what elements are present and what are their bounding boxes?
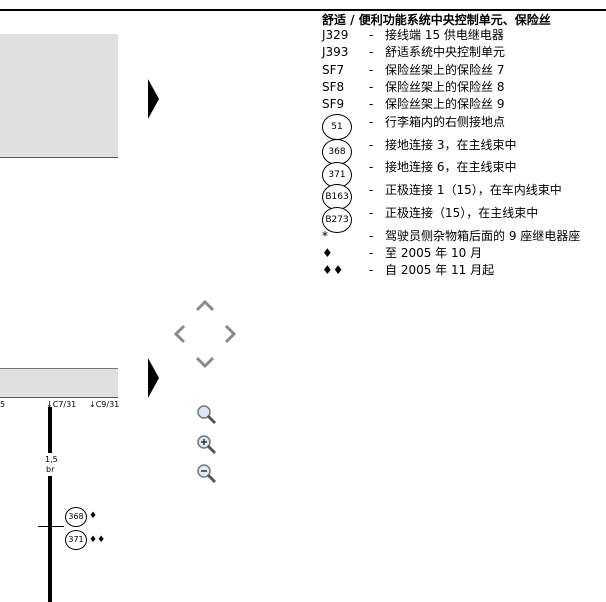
connector-label-left: 5	[0, 400, 6, 409]
ground-371-mark: ♦♦	[89, 535, 106, 545]
connector-marker: ↓	[46, 400, 53, 409]
zoom-out-icon[interactable]	[195, 462, 217, 484]
positive-symbol-b273: B273	[322, 207, 352, 233]
legend-desc: 行李箱内的右侧接地点	[385, 115, 506, 129]
legend-desc: 保险丝架上的保险丝 7	[385, 63, 505, 77]
legend-desc: 驾驶员侧杂物箱后面的 9 座继电器座	[385, 229, 581, 243]
legend-code: J329	[322, 28, 349, 42]
legend-dash: -	[369, 246, 374, 260]
legend-code: ♦	[322, 246, 333, 260]
legend-dash: -	[369, 80, 374, 94]
wire-size-label: 1,5	[45, 455, 58, 464]
legend-dash: -	[369, 63, 374, 77]
wire-color-label: br	[46, 465, 55, 474]
legend-code: *	[322, 229, 328, 243]
ground-symbol-371: 371	[322, 162, 352, 188]
ground-symbol-368: 368	[322, 139, 352, 165]
connector-marker: ↓	[89, 400, 96, 409]
ground-368-mark: ♦	[89, 511, 98, 521]
ground-point-368: 368	[65, 507, 87, 527]
arrow-down-icon[interactable]	[195, 356, 215, 370]
legend-desc: 接地连接 6，在主线束中	[385, 160, 517, 174]
legend-desc: 接线端 15 供电继电器	[385, 28, 504, 42]
legend-desc: 至 2005 年 10 月	[385, 246, 483, 260]
legend-desc: 舒适系统中央控制单元	[385, 45, 506, 59]
legend-dash: -	[369, 138, 374, 152]
ground-symbol-51: 51	[322, 114, 352, 140]
connector-label-c7: ↓C7/31	[46, 400, 77, 409]
wire-segment-upper	[48, 407, 52, 453]
legend-code: SF8	[322, 80, 345, 94]
legend-dash: -	[369, 183, 374, 197]
positive-symbol-b163: B163	[322, 184, 352, 210]
legend-desc: 接地连接 3，在主线束中	[385, 138, 517, 152]
legend-desc: 正极连接 1（15），在车内线束中	[385, 183, 562, 197]
legend-dash: -	[369, 263, 374, 277]
connector-label-c9: ↓C9/31	[89, 400, 120, 409]
ground-tick	[38, 526, 64, 527]
arrow-up-icon[interactable]	[195, 298, 215, 312]
zoom-in-icon[interactable]	[195, 433, 217, 455]
legend-code: J393	[322, 45, 349, 59]
next-page-arrow-top[interactable]	[148, 79, 159, 119]
wire-segment-lower	[48, 476, 52, 602]
legend-desc: 保险丝架上的保险丝 9	[385, 97, 505, 111]
legend-dash: -	[369, 160, 374, 174]
legend-dash: -	[369, 229, 374, 243]
arrow-left-icon[interactable]	[172, 324, 186, 344]
next-page-arrow-bottom[interactable]	[148, 358, 159, 398]
component-box-bottom	[0, 368, 118, 398]
ground-point-371: 371	[65, 530, 87, 550]
magnifier-icon[interactable]	[195, 403, 217, 425]
component-box-top	[0, 34, 118, 158]
legend-dash: -	[369, 28, 374, 42]
legend-code: ♦♦	[322, 263, 344, 277]
legend-dash: -	[369, 115, 374, 129]
legend-title: 舒适 / 便利功能系统中央控制单元、保险丝	[322, 13, 551, 27]
legend-desc: 自 2005 年 11 月起	[385, 263, 495, 277]
legend-code: SF7	[322, 63, 345, 77]
legend-dash: -	[369, 206, 374, 220]
legend-dash: -	[369, 45, 374, 59]
legend-dash: -	[369, 97, 374, 111]
top-rule	[0, 9, 606, 11]
legend-code: SF9	[322, 97, 345, 111]
legend-desc: 保险丝架上的保险丝 8	[385, 80, 505, 94]
arrow-right-icon[interactable]	[224, 324, 238, 344]
legend-desc: 正极连接（15），在主线束中	[385, 206, 539, 220]
